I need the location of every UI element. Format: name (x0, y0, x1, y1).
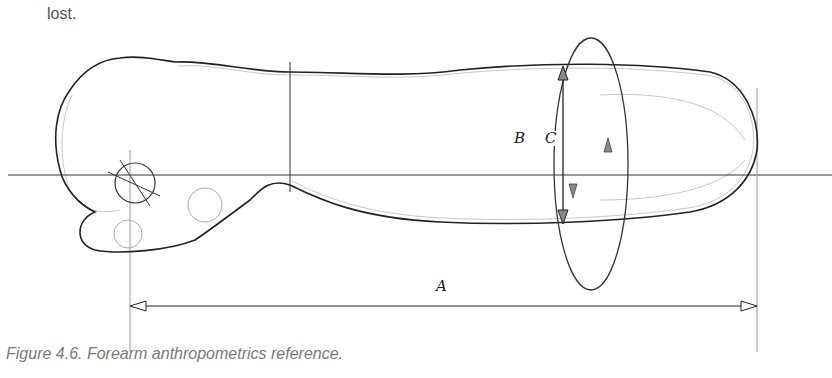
crosshair (120, 160, 150, 206)
length-dimension (144, 305, 743, 306)
circumference-arrowhead (569, 184, 577, 198)
dimension-arrowhead (741, 301, 757, 311)
dimension-arrowhead (130, 301, 146, 311)
circumference-arrowhead (604, 138, 612, 152)
sketch-outline (178, 66, 754, 220)
dimension-letter: B (513, 131, 526, 146)
sketch-lines (62, 66, 754, 220)
thickness-dimension (562, 78, 563, 212)
dimension-arrowhead (558, 66, 568, 80)
sketch-inner-line (600, 160, 745, 200)
crosshair (108, 172, 160, 196)
dimension-arrowhead (558, 210, 568, 224)
wrist-line (290, 62, 291, 192)
dimension-letter: A (435, 279, 448, 294)
cut-text: lost. (47, 6, 76, 22)
joint-circle (114, 220, 142, 248)
joint-circle (188, 188, 222, 222)
circumference-ellipse (554, 38, 628, 290)
sketch-inner-line (600, 94, 745, 140)
center-line (8, 175, 832, 176)
figure-caption: Figure 4.6. Forearm anthropometrics refe… (6, 346, 343, 362)
dimension-letter: C (544, 131, 557, 146)
forearm-outline (56, 57, 758, 252)
sketch-fist (62, 95, 120, 212)
